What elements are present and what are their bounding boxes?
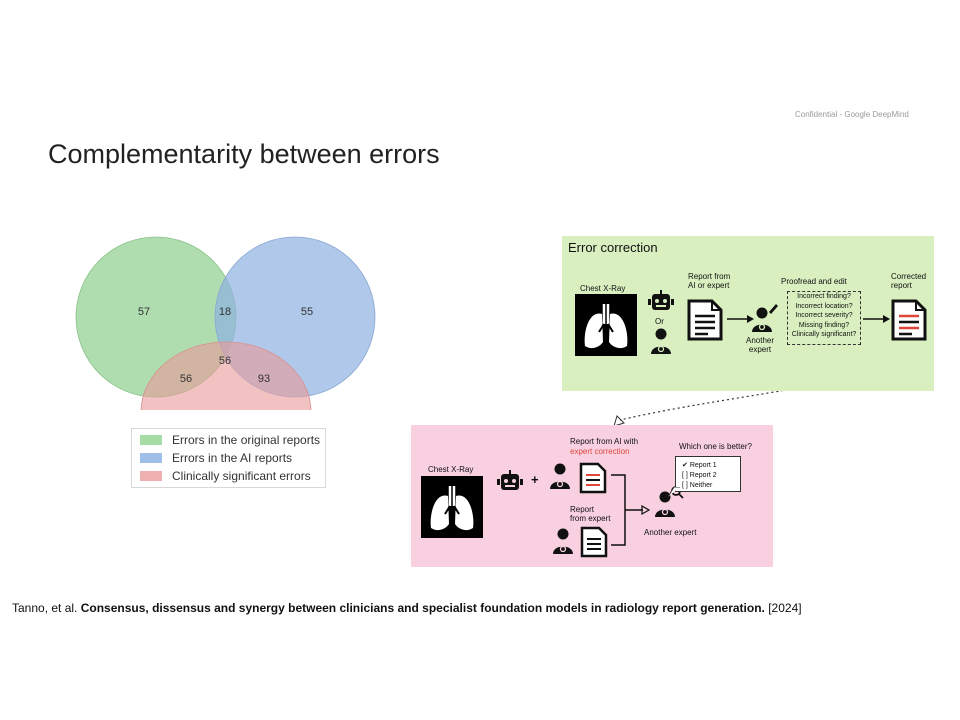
- lungs-icon: [430, 486, 474, 531]
- xray-image: [575, 294, 637, 356]
- legend-item: Errors in the AI reports: [140, 451, 292, 465]
- venn-diagram: 57 18 55 56 56 93: [75, 236, 376, 410]
- slide-title: Complementarity between errors: [48, 139, 440, 169]
- editing-expert-icon: [752, 304, 778, 332]
- legend-label: Clinically significant errors: [172, 469, 311, 483]
- expert-report-document-icon: [580, 526, 608, 558]
- lungs-icon: [584, 304, 628, 349]
- checkmark-icon: ✔: [682, 462, 688, 469]
- venn-region-label: 55: [301, 306, 313, 318]
- venn-region-label: 56: [180, 373, 192, 385]
- checklist-item: Incorrect finding?: [797, 293, 851, 300]
- confidential-label: Confidential - Google DeepMind: [795, 110, 909, 119]
- speech-tail-icon: [668, 487, 680, 497]
- choice-option: [ ] Report 2: [682, 472, 717, 479]
- checklist-item: Clinically significant?: [791, 331, 857, 338]
- bracket-connector: [611, 474, 651, 546]
- checklist-item: Incorrect severity?: [795, 312, 853, 319]
- proofread-label: Proofread and edit: [781, 277, 847, 286]
- empty-checkbox-icon: [ ]: [682, 482, 688, 489]
- citation: Tanno, et al. Consensus, dissensus and s…: [12, 601, 802, 615]
- venn-legend: Errors in the original reports Errors in…: [131, 428, 326, 488]
- error-checklist: Incorrect finding? Incorrect location? I…: [787, 291, 861, 345]
- citation-authors: Tanno, et al.: [12, 601, 81, 615]
- which-better-label: Which one is better?: [679, 442, 752, 451]
- report-ai-label: Report from AI with: [570, 437, 639, 446]
- arrow-right-icon: [863, 315, 890, 323]
- panel-title: Error correction: [568, 240, 658, 255]
- xray-image: [421, 476, 483, 538]
- ai-report-document-icon: [579, 462, 607, 494]
- chest-xray-label: Chest X-Ray: [428, 465, 474, 474]
- empty-checkbox-icon: [ ]: [682, 472, 688, 479]
- report-expert-label: Report from expert: [570, 505, 611, 523]
- corrected-report-icon: [891, 299, 927, 341]
- choice-option: ✔ Report 1: [682, 462, 717, 469]
- report-document-icon: [687, 299, 723, 341]
- legend-label: Errors in the original reports: [172, 433, 321, 447]
- choice-box: ✔ Report 1 [ ] Report 2 [ ] Neither: [675, 456, 741, 492]
- plus-symbol: +: [531, 472, 539, 487]
- checklist-item: Missing finding?: [798, 321, 850, 329]
- legend-swatch: [140, 471, 162, 481]
- venn-region-label: 57: [138, 306, 150, 318]
- chest-xray-label: Chest X-Ray: [580, 284, 626, 293]
- citation-title: Consensus, dissensus and synergy between…: [80, 601, 765, 615]
- venn-region-label: 18: [219, 306, 231, 318]
- legend-swatch: [140, 453, 162, 463]
- comparison-panel: Chest X-Ray + Report from AI with expert…: [411, 425, 773, 567]
- report-from-label: Report from AI or expert: [688, 272, 731, 290]
- citation-year: [2024]: [764, 601, 802, 615]
- doctor-icon: [651, 328, 671, 354]
- venn-region-label: 93: [258, 373, 270, 385]
- robot-icon: [497, 470, 523, 490]
- venn-set-clinical: [140, 341, 312, 410]
- another-expert-label: Another expert: [746, 336, 775, 354]
- legend-item: Errors in the original reports: [140, 433, 320, 447]
- legend-swatch: [140, 435, 162, 445]
- or-label: Or: [655, 317, 664, 326]
- doctor-icon: [553, 528, 573, 554]
- venn-region-label: 56: [219, 355, 231, 367]
- arrow-right-icon: [727, 315, 754, 323]
- another-expert-label: Another expert: [644, 528, 697, 537]
- choice-option: [ ] Neither: [682, 482, 713, 489]
- corrected-report-label: Corrected report: [891, 272, 927, 290]
- legend-item: Clinically significant errors: [140, 469, 311, 483]
- legend-label: Errors in the AI reports: [172, 451, 293, 465]
- doctor-icon: [550, 463, 570, 489]
- checklist-item: Incorrect location?: [795, 302, 853, 310]
- expert-correction-label: expert correction: [570, 447, 630, 456]
- robot-icon: [648, 290, 674, 310]
- dotted-connector-arrow: [613, 339, 909, 427]
- error-correction-panel: Error correction Chest X-Ray Or Report f…: [562, 236, 934, 391]
